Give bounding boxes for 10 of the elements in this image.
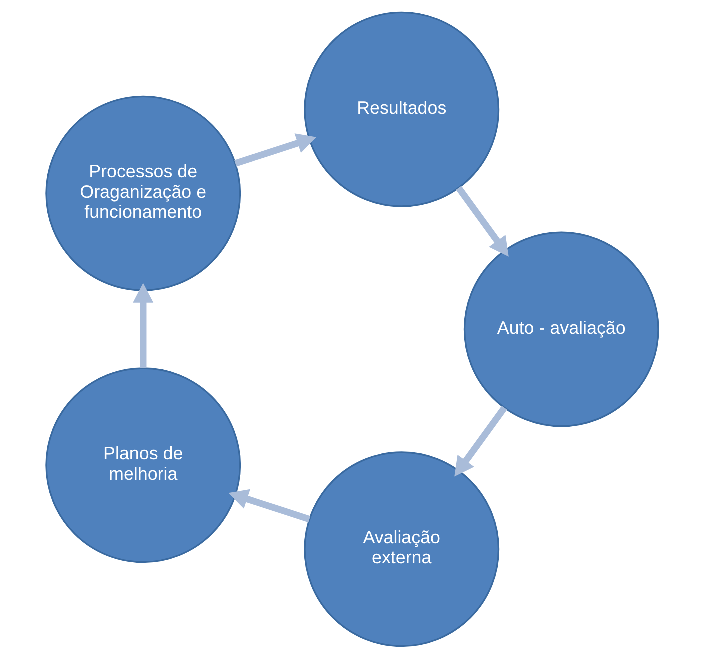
node-circle: Auto - avaliação	[464, 232, 660, 428]
node-circle: Resultados	[304, 12, 500, 208]
node-circle: Planos de melhoria	[46, 368, 242, 564]
arrow	[456, 186, 509, 257]
arrow	[454, 406, 508, 477]
arrow	[228, 489, 311, 523]
arrow	[234, 134, 317, 167]
node-circle: Processos de Oraganização e funcionamento	[46, 96, 242, 292]
arrow	[133, 283, 154, 368]
node-circle: Avaliação externa	[304, 452, 500, 648]
